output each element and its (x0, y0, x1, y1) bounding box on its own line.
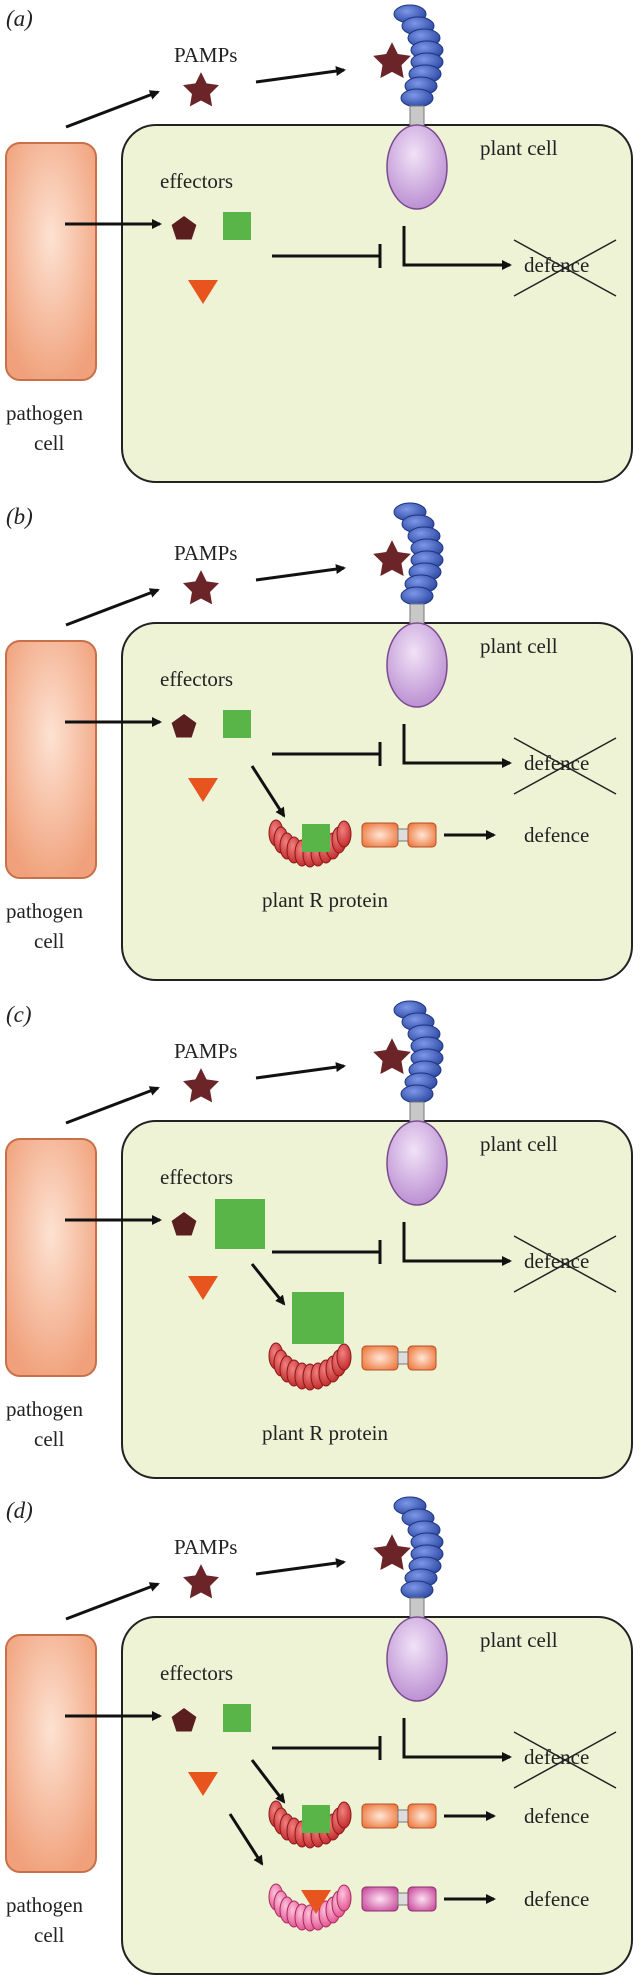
pamp-star (183, 1068, 219, 1103)
prr-receptor (386, 4, 448, 210)
panel-c: (c) PAMPs plant cell effectors (5, 1000, 633, 1479)
bound-pamp-star (373, 1038, 411, 1075)
plant-cell-label: plant cell (480, 136, 558, 160)
pathogen-to-pamps-arrow (65, 588, 160, 627)
effector-to-r-protein-arrow (250, 1759, 286, 1804)
defence-blocked-cross (513, 1235, 617, 1293)
r-protein-label: plant R protein (262, 1421, 388, 1445)
panel-a: (a) PAMPs plant cell effectors (5, 4, 633, 483)
pathogen-cell (5, 1138, 97, 1377)
effector-inhibition (272, 244, 382, 268)
pathogen-label-line1: pathogen (6, 899, 83, 923)
bound-effector-square-large (292, 1292, 344, 1344)
pamps-to-receptor-arrow (255, 1558, 346, 1576)
bound-effector-square (302, 824, 330, 852)
triangle-to-r-protein-arrow (228, 1813, 264, 1866)
receptor-signal-arrow (402, 724, 512, 768)
r-defence-label-2: defence (524, 1887, 589, 1911)
pamp-star (183, 72, 219, 107)
pathogen-to-pamps-arrow (65, 1086, 160, 1125)
pathogen-cell (5, 142, 97, 381)
effectors-label: effectors (160, 1165, 233, 1189)
receptor-signal-arrow (402, 1222, 512, 1266)
pathogen-label-line2: cell (34, 1427, 64, 1451)
pathogen-label-line1: pathogen (6, 1397, 83, 1421)
bound-pamp-star (373, 42, 411, 79)
pathogen-cell (5, 640, 97, 879)
r-defence-label: defence (524, 823, 589, 847)
effectors-label: effectors (160, 667, 233, 691)
r-defence-label-1: defence (524, 1804, 589, 1828)
r-protein-label: plant R protein (262, 888, 388, 912)
effector-square-large (215, 1199, 265, 1249)
pathogen-label-line2: cell (34, 1923, 64, 1947)
pathogen-label-line1: pathogen (6, 1893, 83, 1917)
defence-blocked-cross (513, 737, 617, 795)
prr-receptor (386, 1496, 448, 1702)
pamps-label: PAMPs (174, 43, 237, 67)
effector-inhibition (272, 1736, 382, 1760)
pamps-label: PAMPs (174, 1535, 237, 1559)
panel-label: (d) (6, 1498, 33, 1523)
effectors-label: effectors (160, 1661, 233, 1685)
pamps-to-receptor-arrow (255, 564, 346, 582)
prr-receptor (386, 1000, 448, 1206)
receptor-signal-arrow (402, 1718, 512, 1762)
panel-b: (b) PAMPs plant cell effectors (5, 502, 633, 981)
pathogen-label-line2: cell (34, 929, 64, 953)
pamp-star (183, 570, 219, 605)
effector-square (223, 710, 251, 738)
panel-d: (d) PAMPs plant cell effectors (5, 1496, 633, 1975)
effector-inhibition (272, 1240, 382, 1264)
effector-inhibition (272, 742, 382, 766)
bound-pamp-star (373, 1534, 411, 1571)
pathogen-to-pamps-arrow (65, 1582, 160, 1621)
panel-label: (b) (6, 504, 33, 529)
defence-blocked-cross (513, 239, 617, 297)
pamps-to-receptor-arrow (255, 66, 346, 84)
prr-receptor (386, 502, 448, 708)
panel-label: (c) (6, 1002, 32, 1027)
r-protein (268, 1342, 437, 1391)
defence-blocked-cross (513, 1731, 617, 1789)
r-protein (268, 819, 437, 868)
plant-cell-label: plant cell (480, 1628, 558, 1652)
plant-cell-label: plant cell (480, 634, 558, 658)
bound-effector-square (302, 1805, 330, 1833)
pamps-to-receptor-arrow (255, 1062, 346, 1080)
effector-to-r-protein-arrow (250, 1263, 286, 1306)
plant-cell-label: plant cell (480, 1132, 558, 1156)
receptor-signal-arrow (402, 226, 512, 270)
effector-to-r-protein-arrow (250, 765, 286, 818)
pathogen-cell (5, 1634, 97, 1873)
pathogen-label-line1: pathogen (6, 401, 83, 425)
pamp-star (183, 1564, 219, 1599)
bound-pamp-star (373, 540, 411, 577)
effector-square (223, 1704, 251, 1732)
pamps-label: PAMPs (174, 541, 237, 565)
pathogen-label-line2: cell (34, 431, 64, 455)
panel-label: (a) (6, 6, 33, 31)
pamps-label: PAMPs (174, 1039, 237, 1063)
r-protein-pink (268, 1883, 437, 1932)
effectors-label: effectors (160, 169, 233, 193)
pathogen-to-pamps-arrow (65, 90, 160, 129)
effector-square (223, 212, 251, 240)
